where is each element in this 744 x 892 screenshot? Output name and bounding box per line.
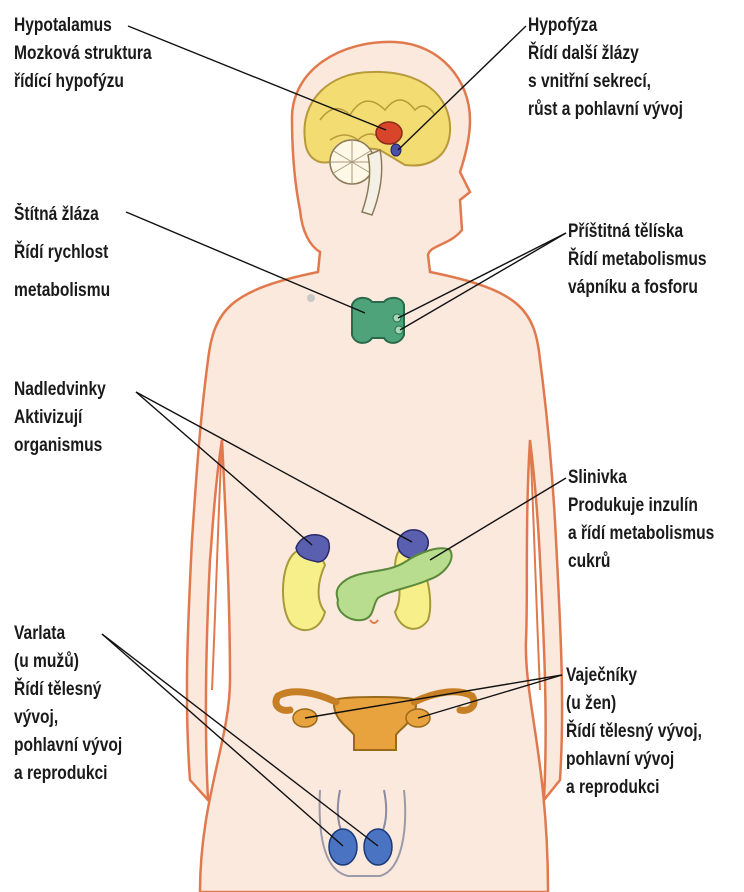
label-parathyroid-name: Příštitná tělíska (568, 218, 707, 246)
label-pancreas-line-2: a řídí metabolismus (568, 520, 714, 548)
label-pancreas-line-3: cukrů (568, 548, 714, 576)
label-parathyroid-line-2: vápníku a fosforu (568, 274, 707, 302)
label-ovaries-name: Vaječníky (566, 662, 702, 690)
label-thyroid-line-1: Řídí rychlost (14, 234, 110, 272)
label-pituitary-name: Hypofýza (528, 12, 683, 40)
label-thyroid-line-2: metabolismu (14, 272, 110, 310)
label-pituitary-line-2: s vnitřní sekrecí, (528, 68, 683, 96)
label-testes-line-4: pohlavní vývoj (14, 732, 122, 760)
label-ovaries-line-1: (u žen) (566, 690, 702, 718)
right-testis (364, 829, 392, 865)
label-testes-line-1: (u mužů) (14, 648, 122, 676)
label-testes-line-5: a reprodukci (14, 760, 122, 788)
label-parathyroid: Příštitná tělíska Řídí metabolismus vápn… (568, 218, 707, 302)
label-hypothalamus-name: Hypotalamus (14, 12, 152, 40)
label-testes: Varlata (u mužů) Řídí tělesný vývoj, poh… (14, 620, 122, 788)
label-pancreas-name: Slinivka (568, 464, 714, 492)
label-hypothalamus: Hypotalamus Mozková struktura řídící hyp… (14, 12, 152, 96)
label-hypothalamus-line-2: řídící hypofýzu (14, 68, 152, 96)
label-testes-line-3: vývoj, (14, 704, 122, 732)
label-thyroid: Štítná žláza Řídí rychlost metabolismu (14, 196, 110, 310)
left-testis (329, 829, 357, 865)
label-adrenals-name: Nadledvinky (14, 376, 106, 404)
label-pancreas-line-1: Produkuje inzulín (568, 492, 714, 520)
label-adrenals: Nadledvinky Aktivizují organismus (14, 376, 106, 460)
label-thyroid-name: Štítná žláza (14, 196, 110, 234)
label-pancreas: Slinivka Produkuje inzulín a řídí metabo… (568, 464, 714, 576)
label-ovaries-line-2: Řídí tělesný vývoj, (566, 718, 702, 746)
label-pituitary-line-3: růst a pohlavní vývoj (528, 96, 683, 124)
label-testes-name: Varlata (14, 620, 122, 648)
label-ovaries: Vaječníky (u žen) Řídí tělesný vývoj, po… (566, 662, 702, 802)
label-hypothalamus-line-1: Mozková struktura (14, 40, 152, 68)
parathyroid-top (393, 314, 401, 322)
label-parathyroid-line-1: Řídí metabolismus (568, 246, 707, 274)
label-adrenals-line-1: Aktivizují (14, 404, 106, 432)
label-testes-line-2: Řídí tělesný (14, 676, 122, 704)
pituitary-gland (391, 144, 401, 156)
label-pituitary-line-1: Řídí další žlázy (528, 40, 683, 68)
thyroid-spot (307, 294, 315, 302)
label-ovaries-line-3: pohlavní vývoj (566, 746, 702, 774)
label-adrenals-line-2: organismus (14, 432, 106, 460)
label-pituitary: Hypofýza Řídí další žlázy s vnitřní sekr… (528, 12, 683, 124)
label-ovaries-line-4: a reprodukci (566, 774, 702, 802)
hypothalamus-gland (376, 122, 402, 144)
parathyroid-bottom (395, 326, 403, 334)
